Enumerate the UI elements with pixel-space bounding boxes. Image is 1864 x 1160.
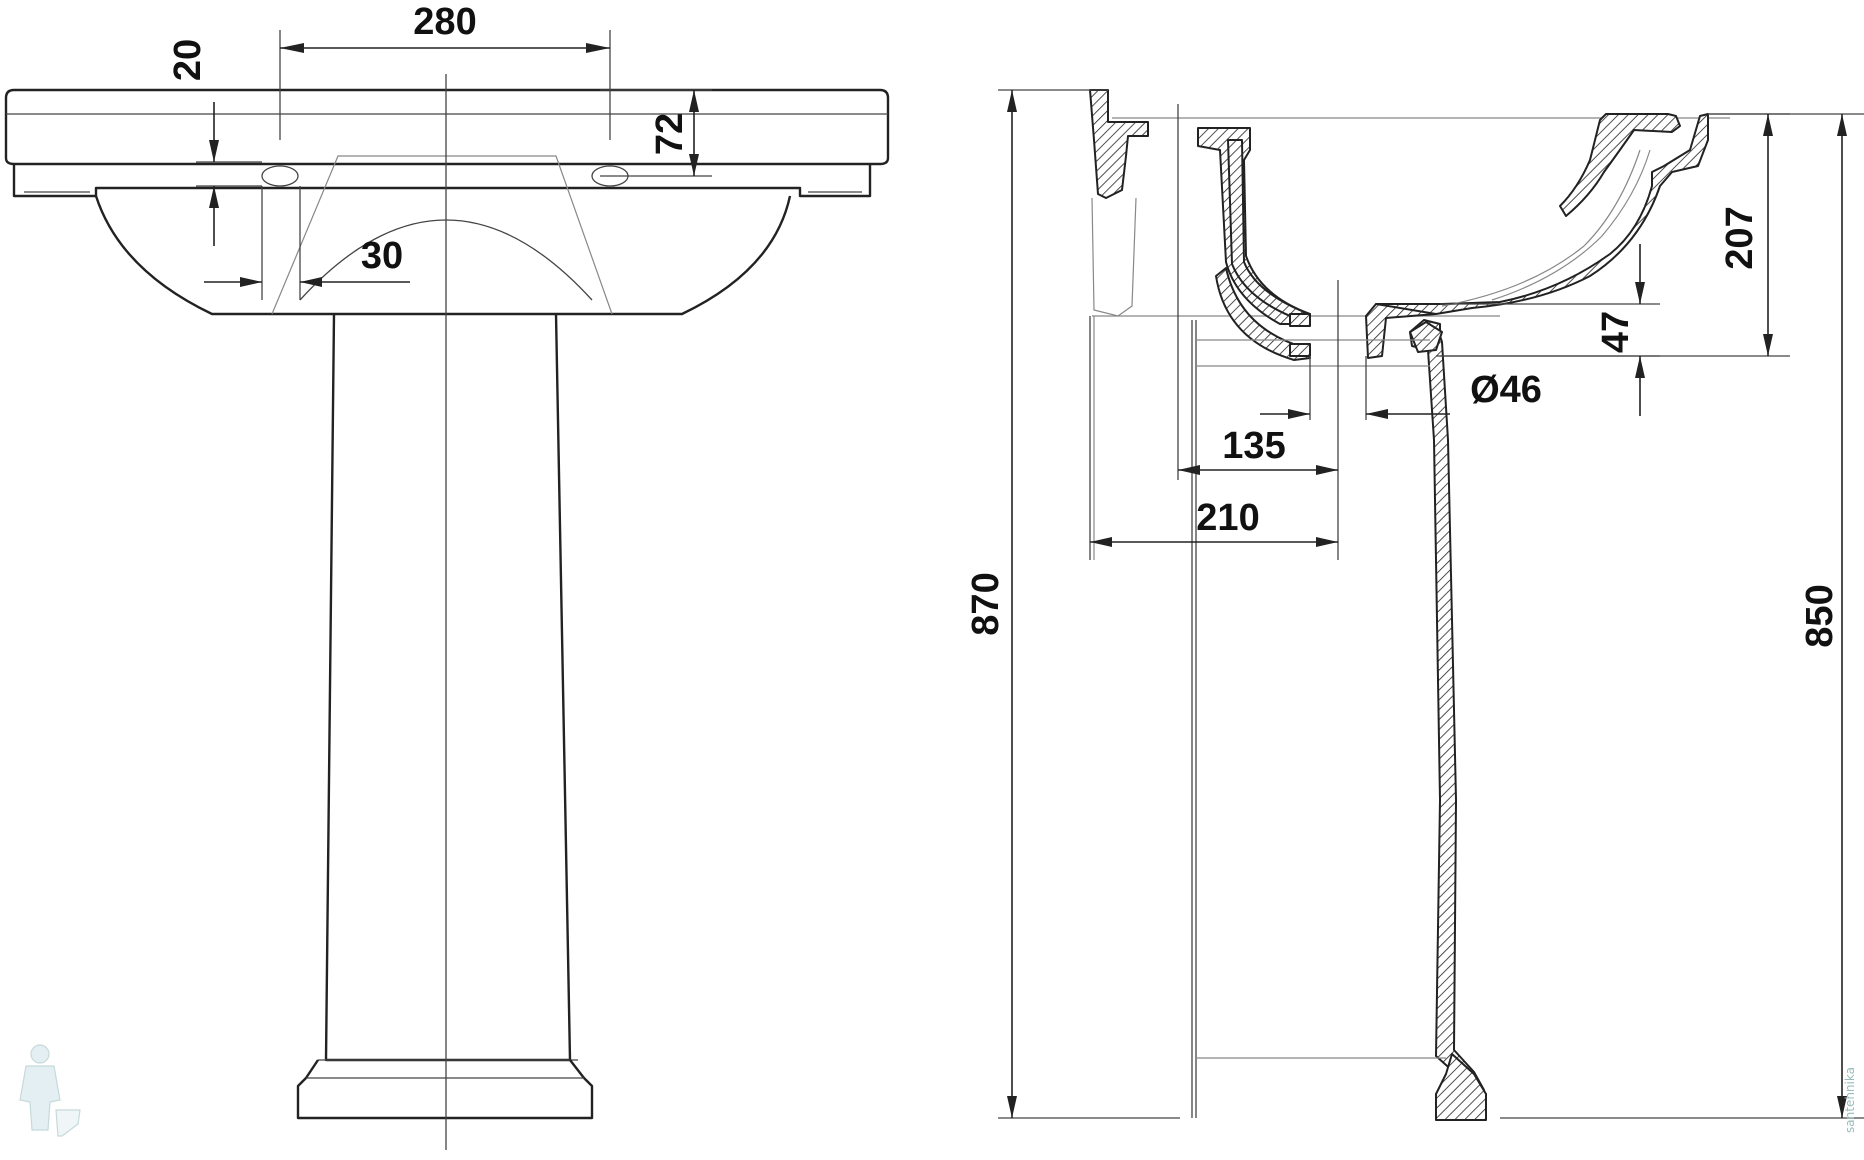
- dim-850-label: 850: [1799, 584, 1841, 647]
- tap-hole-left: [261, 165, 299, 187]
- front-view: 280 20 72 30: [4, 1, 890, 1150]
- dim-72-label: 72: [649, 113, 691, 155]
- dim-210-label: 210: [1196, 497, 1259, 539]
- basin-back-section: [1089, 89, 1149, 199]
- dim-30-label: 30: [361, 235, 403, 277]
- dim-47-label: 47: [1595, 311, 1637, 353]
- drain-left-section: [1289, 313, 1311, 327]
- plumber-icon: [19, 1044, 81, 1137]
- dim-20-label: 20: [167, 39, 209, 81]
- basin-lip: [12, 164, 872, 198]
- bowl-front-section: [1375, 113, 1709, 315]
- dim-46-label: Ø46: [1470, 369, 1542, 411]
- basin-rim: [4, 88, 890, 166]
- pedestal-column: [324, 313, 572, 1062]
- pedestal-section: [1409, 319, 1485, 1119]
- dim-135-label: 135: [1222, 425, 1285, 467]
- basin-bowl: [94, 195, 792, 316]
- side-view: 870 850 207 47 Ø46 135: [965, 89, 1864, 1121]
- watermark-text: santehnika: [1843, 1067, 1857, 1133]
- dim-870-label: 870: [965, 572, 1007, 635]
- dim-280-label: 280: [413, 1, 476, 43]
- overflow-inner-section: [1227, 139, 1305, 321]
- dim-207-label: 207: [1719, 206, 1761, 269]
- bowl-rim-front: [1559, 113, 1681, 217]
- pedestal-foot-section: [1435, 1053, 1487, 1121]
- pedestal-base: [296, 1059, 594, 1120]
